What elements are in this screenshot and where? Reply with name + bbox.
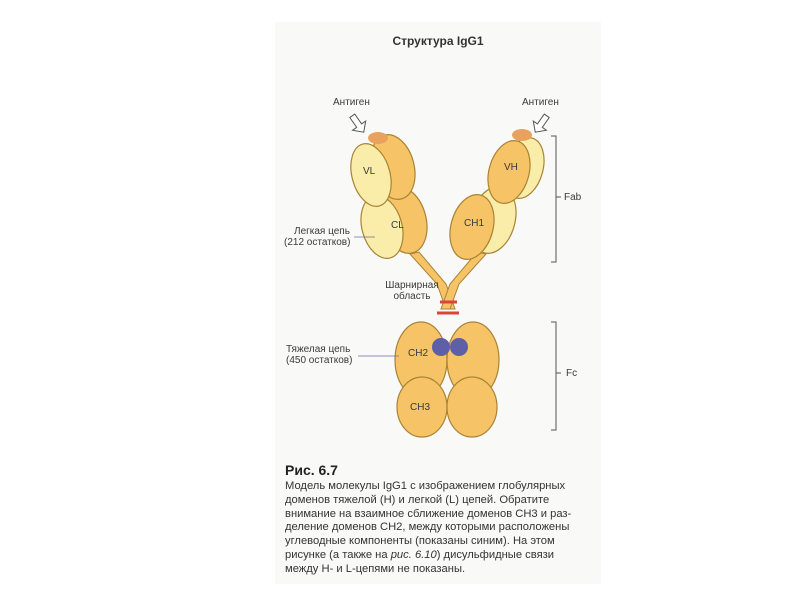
heavy-chain-label: Тяжелая цепь (450 остатков) [286,344,352,366]
vh-label: VH [504,162,518,173]
ch3-right-domain [447,377,497,437]
fc-domains [395,322,499,437]
fc-bracket [551,322,561,430]
figure-page: Структура IgG1 [275,22,601,584]
ch2-label: CH2 [408,348,428,359]
light-chain-label-line1: Легкая цепь [284,226,350,237]
cl-label: CL [391,220,404,231]
figure-number: Рис. 6.7 [285,462,338,478]
ch1-label: CH1 [464,218,484,229]
antigen-label-right: Антиген [522,97,559,108]
light-chain-label: Легкая цепь (212 остатков) [284,226,350,248]
carbohydrate-left [432,338,450,356]
figure-caption: Модель молекулы IgG1 с изображением глоб… [285,480,597,577]
heavy-chain-label-line2: (450 остатков) [286,355,352,366]
hinge-label: Шарнирная область [382,280,442,302]
left-fab-arm [344,130,434,263]
hinge-label-line1: Шарнирная [382,280,442,291]
fab-label: Fab [564,192,581,203]
carbohydrate-right [450,338,468,356]
antigen-arrow-left [346,111,371,137]
antigen-site-right [512,129,532,141]
heavy-chain-label-line1: Тяжелая цепь [286,344,352,355]
antigen-label-left: Антиген [333,97,370,108]
antigen-arrow-right [529,111,554,137]
hinge-label-line2: область [382,291,442,302]
fc-label: Fc [566,368,577,379]
vl-label: VL [363,166,375,177]
fab-bracket [551,136,561,262]
light-chain-label-line2: (212 остатков) [284,237,350,248]
caption-figure-ref: рис. 6.10 [391,549,437,561]
antigen-site-left [368,132,388,144]
right-fab-arm [443,129,550,264]
ch3-label: CH3 [410,402,430,413]
